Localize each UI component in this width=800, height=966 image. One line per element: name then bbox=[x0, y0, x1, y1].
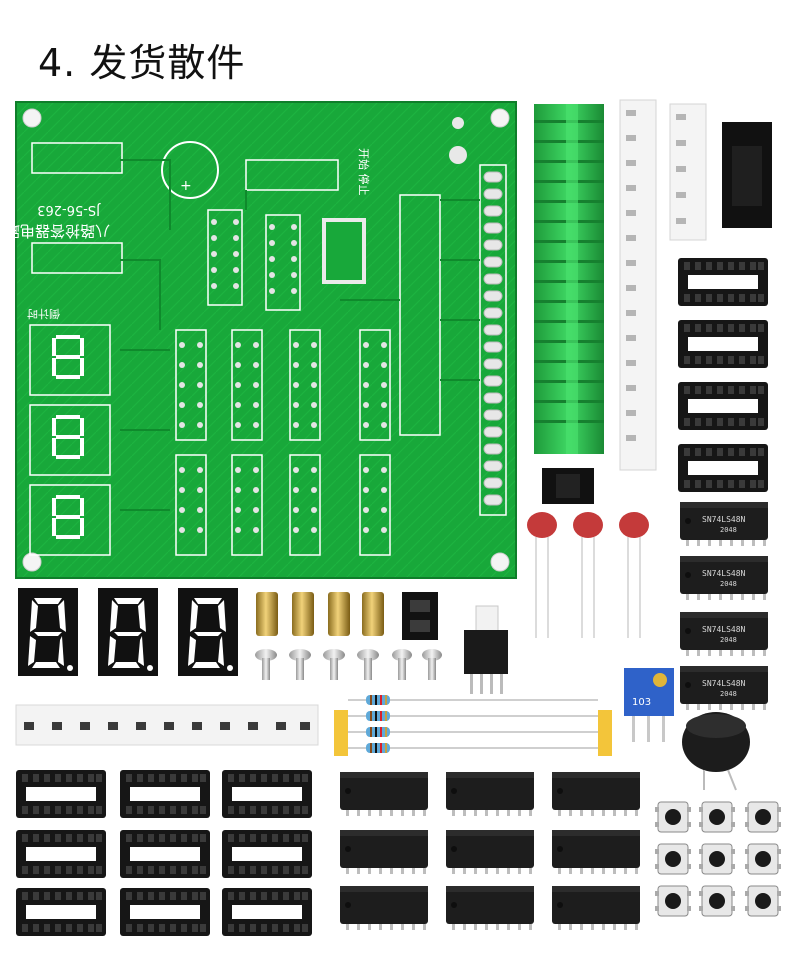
resistors-on-tape bbox=[334, 694, 612, 756]
self-lock-switch bbox=[464, 605, 508, 694]
page-title: 4. 发货散件 bbox=[38, 41, 246, 85]
svg-text:SN74LS48N: SN74LS48N bbox=[702, 625, 746, 634]
svg-text:+: + bbox=[180, 178, 192, 194]
svg-text:2048: 2048 bbox=[720, 580, 737, 588]
svg-text:SN74LS48N: SN74LS48N bbox=[702, 569, 746, 578]
small-connector bbox=[402, 592, 438, 640]
brass-standoffs bbox=[256, 592, 384, 636]
pcb-board: + JS-56-263 八路抢答器电路 开始 停止 倒计时 bbox=[5, 101, 517, 579]
pcb-model-label: JS-56-263 bbox=[37, 202, 101, 217]
seven-segment-displays bbox=[18, 588, 238, 676]
svg-text:2048: 2048 bbox=[720, 690, 737, 698]
ic-sockets-right bbox=[678, 258, 768, 492]
ic-chips-bottom bbox=[340, 772, 640, 930]
tactile-buttons bbox=[654, 801, 782, 917]
svg-text:SN74LS48N: SN74LS48N bbox=[702, 515, 746, 524]
pcb-circuit-name: 八路抢答器电路 bbox=[5, 222, 110, 240]
screws bbox=[255, 649, 442, 680]
buzzer bbox=[682, 712, 750, 791]
smd-tape-horizontal bbox=[15, 704, 319, 746]
smd-tape-strip-long bbox=[619, 99, 657, 471]
svg-text:2048: 2048 bbox=[720, 636, 737, 644]
ic-sockets-bottom bbox=[16, 770, 312, 936]
pcb-start-stop-label: 开始 停止 bbox=[357, 148, 371, 196]
svg-text:SN74LS48N: SN74LS48N bbox=[702, 679, 746, 688]
potentiometer: 103 bbox=[624, 668, 674, 742]
ic-chips-right: SN74LS48N 2048 SN74LS48N 2048 SN74LS48N 204… bbox=[680, 502, 768, 710]
potentiometer-marking: 103 bbox=[632, 697, 651, 708]
ceramic-capacitors bbox=[526, 511, 650, 639]
pcb-answer-label: 倒计时 bbox=[27, 307, 60, 320]
smd-ic bbox=[722, 122, 772, 228]
small-ic-8pin bbox=[542, 468, 594, 504]
green-terminal-block bbox=[534, 104, 604, 454]
smd-tape-strip-short bbox=[669, 103, 707, 241]
svg-text:2048: 2048 bbox=[720, 526, 737, 534]
